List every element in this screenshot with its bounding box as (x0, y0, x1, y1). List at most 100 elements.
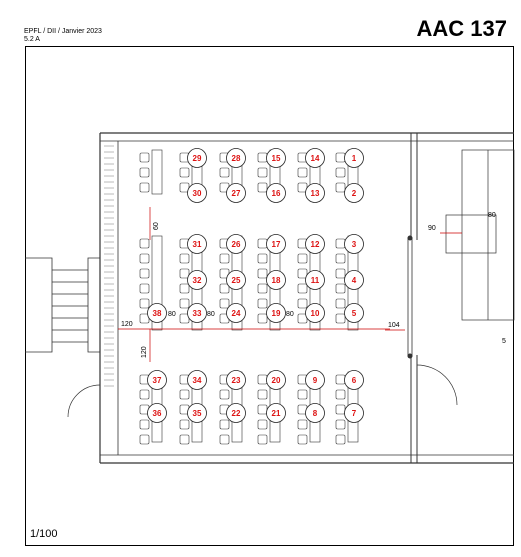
chair (139, 419, 150, 430)
seat-number: 22 (232, 409, 241, 418)
chair (257, 238, 268, 249)
chair (335, 152, 346, 163)
chair (139, 253, 150, 264)
seat-number: 28 (232, 154, 241, 163)
seat-circle (305, 234, 325, 254)
seat-circle (344, 234, 364, 254)
seat-circle (266, 183, 286, 203)
chair (257, 404, 268, 415)
dimension-label: 120 (121, 321, 133, 328)
seat-number: 36 (153, 409, 162, 418)
seat-marker-9: 9 (305, 370, 325, 390)
seat-circle (226, 370, 246, 390)
seat-circle (305, 148, 325, 168)
chair (335, 167, 346, 178)
seat-circle (147, 370, 167, 390)
dimension-label: 5 (502, 338, 506, 345)
lectern-area (445, 149, 515, 321)
chair (257, 374, 268, 385)
seat-marker-7: 7 (344, 403, 364, 423)
seat-marker-23: 23 (226, 370, 246, 390)
seat-number: 17 (272, 240, 281, 249)
chair (335, 374, 346, 385)
chair (257, 152, 268, 163)
seat-number: 29 (193, 154, 202, 163)
document-reference: EPFL / DII / Janvier 2023 5.2 A (24, 28, 102, 44)
plan-frame (25, 46, 514, 546)
seat-circle (226, 234, 246, 254)
seat-number: 5 (352, 309, 357, 318)
seat-marker-6: 6 (344, 370, 364, 390)
seat-marker-33: 33 (187, 303, 207, 323)
seat-marker-16: 16 (266, 183, 286, 203)
seat-marker-12: 12 (305, 234, 325, 254)
seat-marker-17: 17 (266, 234, 286, 254)
chair (219, 283, 230, 294)
seat-number: 26 (232, 240, 241, 249)
chair (297, 253, 308, 264)
seat-number: 35 (193, 409, 202, 418)
seat-number: 24 (232, 309, 241, 318)
chair (139, 283, 150, 294)
seat-marker-26: 26 (226, 234, 246, 254)
dimension-label: 104 (388, 322, 400, 329)
seat-number: 11 (311, 276, 320, 285)
seat-number: 1 (352, 154, 357, 163)
seat-number: 8 (313, 409, 318, 418)
seat-marker-3: 3 (344, 234, 364, 254)
dimension-label: 80 (488, 212, 496, 219)
chair (219, 434, 230, 445)
seat-circle (344, 403, 364, 423)
seat-number: 25 (232, 276, 241, 285)
seat-marker-22: 22 (226, 403, 246, 423)
seat-circle (266, 370, 286, 390)
seat-number: 21 (272, 409, 281, 418)
chair (297, 434, 308, 445)
seat-circle (226, 148, 246, 168)
seat-number: 16 (272, 189, 281, 198)
seat-circle (266, 148, 286, 168)
chair (335, 182, 346, 193)
seat-number: 18 (272, 276, 281, 285)
seat-circle (266, 303, 286, 323)
seat-marker-14: 14 (305, 148, 325, 168)
chair (179, 268, 190, 279)
seat-marker-5: 5 (344, 303, 364, 323)
seat-marker-36: 36 (147, 403, 167, 423)
chair (297, 167, 308, 178)
chair (335, 313, 346, 324)
chair (179, 283, 190, 294)
chair (257, 283, 268, 294)
seat-number: 9 (313, 376, 318, 385)
seat-number: 23 (232, 376, 241, 385)
chair (179, 167, 190, 178)
seat-marker-29: 29 (187, 148, 207, 168)
seat-number: 30 (193, 189, 202, 198)
seat-number: 7 (352, 409, 357, 418)
dimension-label: 120 (141, 346, 148, 358)
chair (297, 268, 308, 279)
seat-marker-2: 2 (344, 183, 364, 203)
dimension-label: 90 (428, 225, 436, 232)
seat-marker-8: 8 (305, 403, 325, 423)
seat-circle (187, 148, 207, 168)
seat-circle (305, 403, 325, 423)
chair (297, 419, 308, 430)
desk-rows (139, 149, 359, 445)
chair (257, 182, 268, 193)
chair (257, 167, 268, 178)
seat-marker-30: 30 (187, 183, 207, 203)
seat-circle (147, 303, 167, 323)
seat-circle (266, 403, 286, 423)
seat-marker-13: 13 (305, 183, 325, 203)
seat-number: 13 (311, 189, 320, 198)
seat-number: 34 (193, 376, 202, 385)
chair (219, 298, 230, 309)
seat-marker-38: 38 (147, 303, 167, 323)
chair (335, 268, 346, 279)
chair (179, 253, 190, 264)
chair (219, 167, 230, 178)
seat-marker-32: 32 (187, 270, 207, 290)
seat-marker-25: 25 (226, 270, 246, 290)
